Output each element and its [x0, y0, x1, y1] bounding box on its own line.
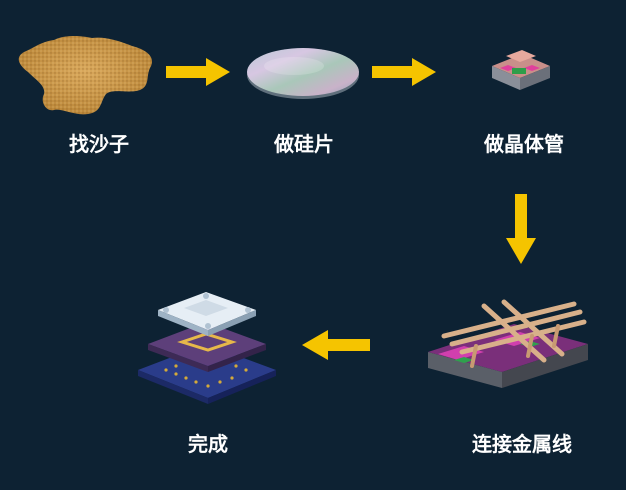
sand-pile-icon — [18, 36, 152, 115]
silicon-wafer-icon — [247, 48, 359, 99]
step-label-sand: 找沙子 — [69, 132, 129, 156]
chip-package-icon — [138, 292, 276, 404]
step-label-wafer: 做硅片 — [274, 132, 334, 156]
step-label-complete: 完成 — [188, 432, 228, 456]
transistor-icon — [492, 50, 550, 90]
metal-interconnect-icon — [428, 299, 588, 388]
arrow-right-icon — [166, 58, 230, 86]
arrow-down-icon — [506, 194, 536, 264]
arrow-right-icon — [372, 58, 436, 86]
step-label-transistor: 做晶体管 — [484, 132, 564, 156]
step-label-metal-wiring: 连接金属线 — [472, 432, 572, 456]
arrow-left-icon — [302, 330, 370, 360]
